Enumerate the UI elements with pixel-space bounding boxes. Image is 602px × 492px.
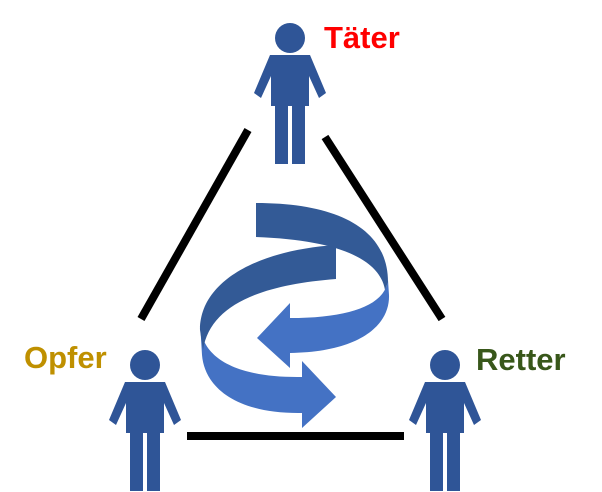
perpetrator-label: Täter: [324, 20, 400, 55]
edge-left: [137, 128, 252, 321]
cycle-arrow-icon: [200, 203, 390, 428]
victim-figure-icon: [109, 350, 181, 491]
perpetrator-figure-icon: [254, 23, 326, 164]
edge-right: [321, 134, 446, 322]
rescuer-label: Retter: [476, 342, 566, 377]
rescuer-figure-icon: [409, 350, 481, 491]
triangle-edges: [137, 128, 446, 440]
victim-label: Opfer: [24, 340, 107, 375]
